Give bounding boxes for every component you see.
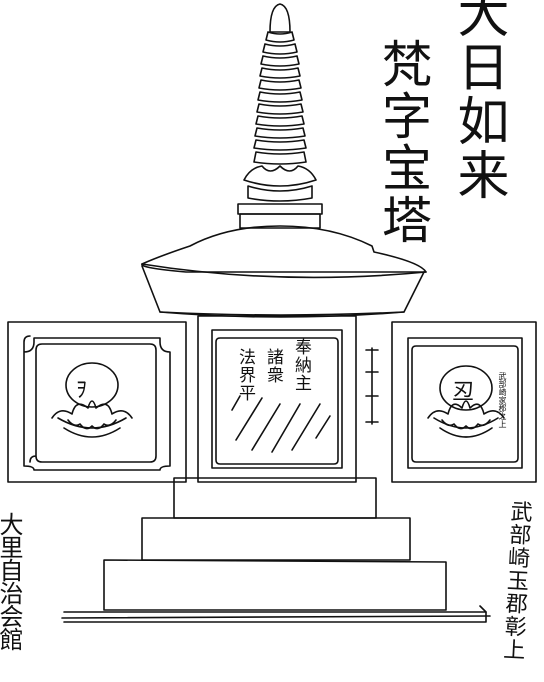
center-text-col-a: 奉納主 xyxy=(291,338,311,392)
hall-name: 大里自治会館 xyxy=(0,512,23,650)
right-seed-character: 丒 xyxy=(452,380,475,405)
center-panel xyxy=(197,315,357,483)
pagoda-base xyxy=(61,477,491,623)
center-text-col-c: 法界平 xyxy=(235,348,255,402)
right-panel xyxy=(391,321,537,483)
right-panel-note: 武部崎家郡之上 xyxy=(498,372,507,428)
dimension-marks xyxy=(365,347,379,425)
center-text-col-b: 諸衆 xyxy=(263,348,283,384)
title-line-2: 梵字宝塔 xyxy=(374,38,432,246)
left-panel xyxy=(7,321,187,483)
title-line-1: 大日如来 xyxy=(448,0,508,202)
left-seed-character: ｦ xyxy=(76,378,88,403)
pagoda-roof xyxy=(141,225,427,318)
pagoda-finial xyxy=(237,3,323,229)
